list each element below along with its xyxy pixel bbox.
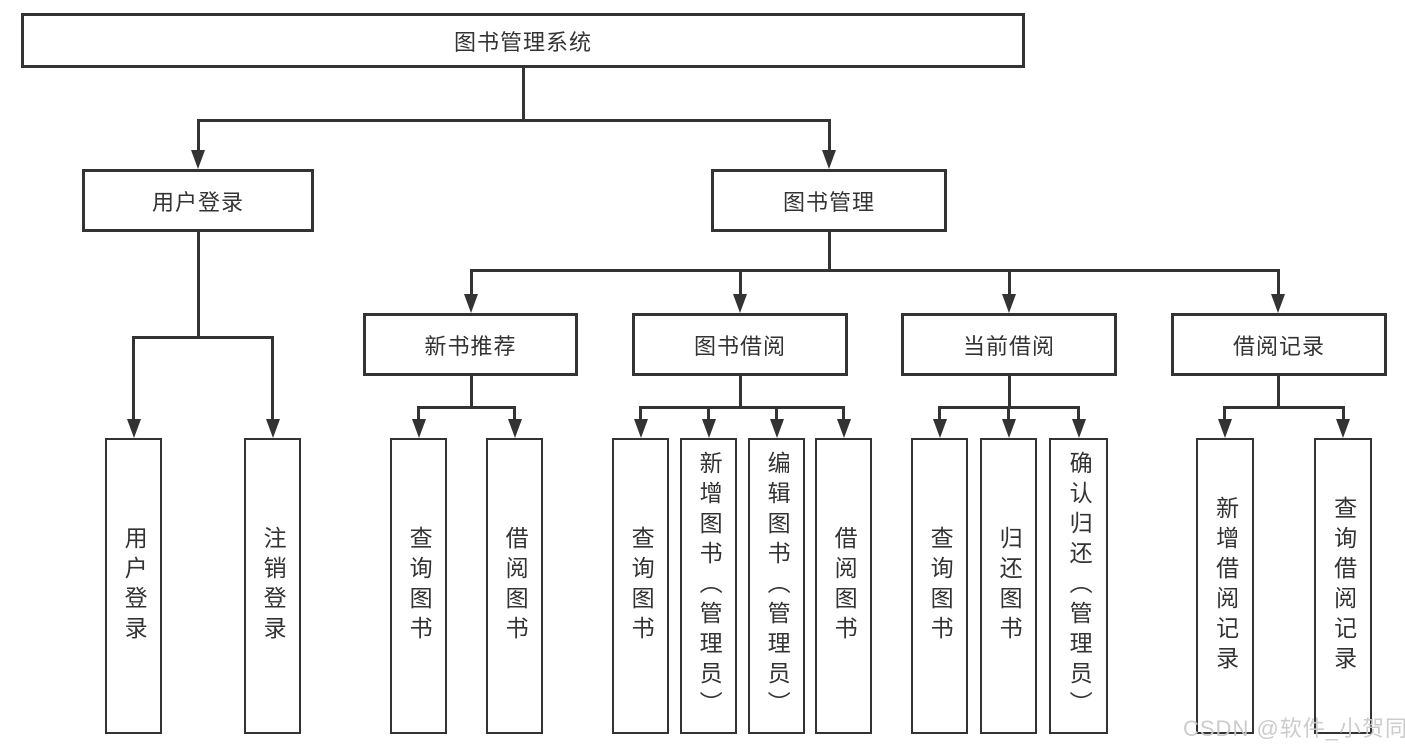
connector-level1-rail	[196, 119, 831, 122]
node-label: 借阅记录	[1232, 333, 1325, 359]
node-label: 图书借阅	[693, 333, 786, 359]
leaf-label: 查询图书	[406, 526, 433, 646]
node-label: 新书推荐	[424, 333, 517, 359]
leaf-label: 归还图书	[996, 526, 1023, 646]
leaf-borrow-books-recommend: 借阅图书	[486, 438, 543, 734]
leaf-label: 查询图书	[628, 526, 655, 646]
connector-user-login-rail	[132, 336, 274, 339]
connector-records-stem	[1276, 376, 1280, 409]
leaf-query-borrow-record: 查询借阅记录	[1314, 438, 1372, 734]
connector-recommend-rail	[417, 406, 516, 409]
connector-drop-user-login	[196, 119, 200, 152]
connector-current-stem	[1007, 376, 1011, 409]
connector-drop-borrow-records	[1276, 269, 1280, 296]
leaf-query-books-current: 查询图书	[911, 438, 968, 734]
arrow-down-icon	[1002, 294, 1016, 313]
arrow-down-icon	[836, 419, 851, 438]
leaf-query-books-borrow: 查询图书	[612, 438, 669, 734]
arrow-down-icon	[822, 150, 836, 169]
leaf-label: 注销登录	[260, 526, 287, 646]
connector-root-stem	[521, 68, 525, 122]
arrow-down-icon	[1071, 419, 1086, 438]
arrow-down-icon	[1001, 419, 1016, 438]
leaf-label: 新增借阅记录	[1212, 496, 1239, 676]
leaf-label: 借阅图书	[831, 526, 858, 646]
arrow-down-icon	[507, 419, 522, 438]
arrow-down-icon	[464, 294, 478, 313]
connector-drop-leaf	[1223, 406, 1226, 422]
connector-drop-book-management	[827, 119, 831, 152]
node-label: 当前借阅	[962, 333, 1055, 359]
connector-drop-leaf	[775, 406, 778, 422]
connector-drop-leaf	[513, 406, 516, 422]
leaf-add-borrow-record: 新增借阅记录	[1196, 438, 1254, 734]
node-library-management-system: 图书管理系统	[21, 13, 1025, 68]
arrow-down-icon	[769, 419, 784, 438]
arrow-down-icon	[733, 294, 747, 313]
leaf-edit-book-admin: 编辑图书（管理员）	[748, 438, 805, 734]
connector-drop-new-book-recommend	[469, 269, 473, 296]
arrow-down-icon	[701, 419, 716, 438]
leaf-return-book: 归还图书	[980, 438, 1037, 734]
leaf-label: 用户登录	[121, 526, 148, 646]
leaf-add-book-admin: 新增图书（管理员）	[680, 438, 737, 734]
connector-borrow-rail	[639, 406, 845, 409]
connector-drop-leaf	[417, 406, 420, 422]
connector-drop-book-borrow	[738, 269, 742, 296]
leaf-label: 编辑图书（管理员）	[764, 451, 791, 721]
leaf-confirm-return-admin: 确认归还（管理员）	[1049, 438, 1108, 734]
connector-drop-current-borrow	[1007, 269, 1011, 296]
node-user-login: 用户登录	[82, 169, 314, 232]
connector-drop-leaf	[938, 406, 941, 422]
connector-drop-leaf	[1077, 406, 1080, 422]
arrow-down-icon	[1336, 419, 1350, 438]
connector-drop-leaf	[639, 406, 642, 422]
watermark-text: CSDN @软件_小贺同学	[1183, 716, 1405, 741]
connector-records-rail	[1223, 406, 1344, 409]
leaf-label: 确认归还（管理员）	[1066, 451, 1093, 721]
leaf-query-books-recommend: 查询图书	[390, 438, 447, 734]
connector-user-login-stem	[196, 232, 200, 338]
connector-drop-leaf-logout	[271, 336, 274, 421]
connector-recommend-stem	[469, 376, 473, 409]
leaf-label: 新增图书（管理员）	[696, 451, 723, 721]
arrow-down-icon	[1217, 419, 1232, 438]
node-new-book-recommend: 新书推荐	[363, 313, 578, 376]
connector-drop-leaf	[1007, 406, 1010, 422]
arrow-down-icon	[932, 419, 947, 438]
leaf-user-login: 用户登录	[105, 438, 162, 734]
node-label: 图书管理	[782, 189, 875, 215]
arrow-down-icon	[191, 150, 205, 169]
connector-borrow-stem	[738, 376, 742, 409]
connector-drop-leaf-user-login	[132, 336, 135, 421]
leaf-label: 查询图书	[927, 526, 954, 646]
connector-level2-rail	[469, 269, 1280, 272]
leaf-label: 借阅图书	[502, 526, 529, 646]
connector-drop-leaf	[842, 406, 845, 422]
connector-book-mgmt-stem	[827, 232, 831, 272]
arrow-down-icon	[411, 419, 426, 438]
connector-drop-leaf	[707, 406, 710, 422]
arrow-down-icon	[1271, 294, 1285, 313]
node-borrow-records: 借阅记录	[1171, 313, 1387, 376]
leaf-label: 查询借阅记录	[1330, 496, 1357, 676]
node-book-management: 图书管理	[711, 169, 947, 232]
node-current-borrow: 当前借阅	[901, 313, 1117, 376]
node-book-borrow: 图书借阅	[632, 313, 848, 376]
node-label: 用户登录	[151, 189, 244, 215]
leaf-borrow-books-borrow: 借阅图书	[815, 438, 872, 734]
node-label: 图书管理系统	[453, 29, 592, 55]
arrow-down-icon	[126, 419, 141, 438]
arrow-down-icon	[633, 419, 648, 438]
connector-drop-leaf	[1341, 406, 1345, 422]
arrow-down-icon	[265, 419, 280, 438]
leaf-logout: 注销登录	[244, 438, 301, 734]
